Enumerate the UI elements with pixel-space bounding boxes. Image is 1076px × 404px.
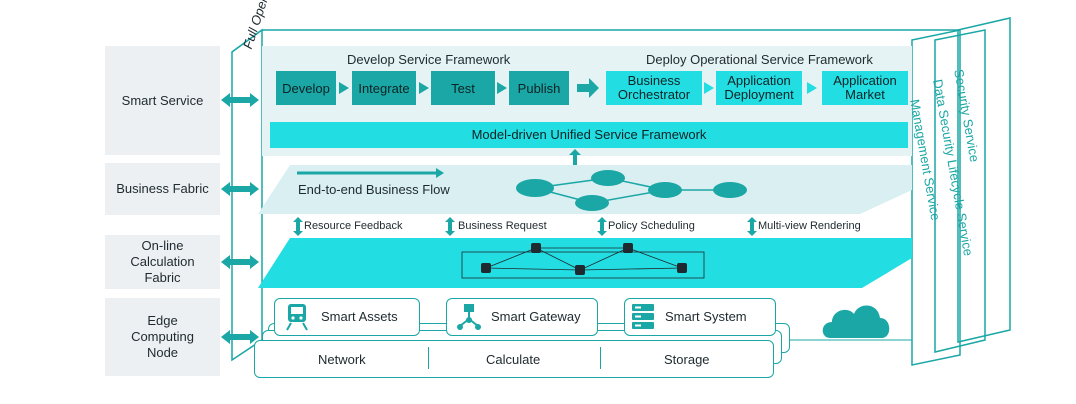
chip-node-icon (677, 263, 687, 273)
network-node-icon (648, 182, 682, 198)
base-layer (254, 340, 774, 378)
chip-node-icon (623, 243, 633, 253)
vertical-double-arrow-icon (445, 217, 455, 236)
network-node-icon (575, 195, 609, 211)
base-storage: Storage (664, 352, 710, 367)
chip-node-icon (531, 243, 541, 253)
smart-service-label: Smart Service (105, 46, 220, 155)
smart-gateway-card: Smart Gateway (446, 298, 598, 336)
network-node-icon (713, 182, 747, 198)
gateway-icon (457, 304, 481, 330)
chip-node-icon (575, 265, 585, 275)
chevron-right-icon (704, 82, 714, 94)
stage-test: Test (431, 71, 495, 105)
chevron-right-icon (807, 82, 817, 94)
chevron-right-icon (339, 82, 349, 94)
interaction-resource-feedback: Resource Feedback (304, 220, 403, 232)
vertical-double-arrow-icon (747, 217, 757, 236)
smart-system-card: Smart System (624, 298, 776, 336)
edge-computing-label: Edge Computing Node (105, 298, 220, 376)
stage-publish: Publish (509, 71, 569, 105)
develop-framework-title: Develop Service Framework (347, 52, 511, 67)
divider (428, 347, 429, 369)
vertical-double-arrow-icon (597, 217, 607, 236)
unified-framework-bar: Model-driven Unified Service Framework (270, 122, 908, 148)
stage-business-orchestrator: Business Orchestrator (606, 71, 702, 105)
double-arrow-icon (221, 330, 259, 344)
network-node-icon (591, 170, 625, 186)
chevron-right-icon (497, 82, 507, 94)
divider (600, 347, 601, 369)
chevron-right-icon (419, 82, 429, 94)
framework-arrow-icon (577, 78, 599, 98)
interaction-multi-view-rendering: Multi-view Rendering (758, 220, 861, 232)
smart-system-label: Smart System (665, 309, 747, 324)
smart-gateway-label: Smart Gateway (491, 309, 581, 324)
interaction-policy-scheduling: Policy Scheduling (608, 220, 695, 232)
deploy-framework-title: Deploy Operational Service Framework (646, 52, 873, 67)
stage-application-deployment: Application Deployment (716, 71, 802, 105)
cloud-icon (822, 305, 890, 338)
base-calculate: Calculate (486, 352, 541, 367)
double-arrow-icon (221, 93, 259, 107)
smart-assets-card: Smart Assets (274, 298, 420, 336)
business-fabric-label: Business Fabric (105, 163, 220, 215)
smart-assets-label: Smart Assets (321, 309, 398, 324)
online-calculation-label: On-line Calculation Fabric (105, 235, 220, 289)
double-arrow-icon (221, 182, 259, 196)
vertical-double-arrow-icon (293, 217, 303, 236)
stage-integrate: Integrate (352, 71, 416, 105)
stage-application-market: Application Market (822, 71, 908, 105)
network-node-icon (516, 179, 554, 197)
chip-node-icon (481, 263, 491, 273)
interaction-business-request: Business Request (458, 220, 547, 232)
train-icon (286, 304, 308, 331)
server-icon (632, 304, 654, 329)
base-network: Network (318, 352, 366, 367)
double-arrow-icon (221, 255, 259, 269)
business-flow-label: End-to-end Business Flow (298, 182, 450, 197)
stage-develop: Develop (276, 71, 336, 105)
